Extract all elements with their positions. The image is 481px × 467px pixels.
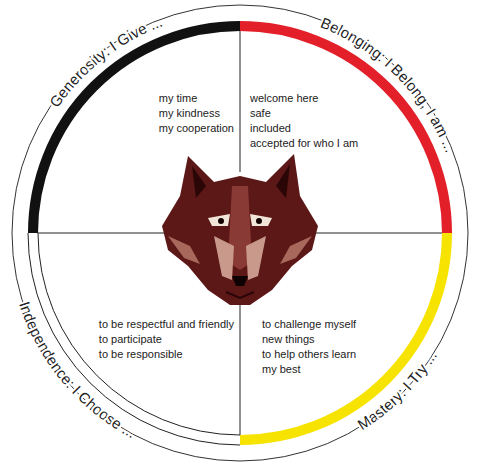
quadrant-heading-path: Mastery: I Try ... <box>354 347 440 432</box>
quadrant-item: accepted for who I am <box>250 136 358 151</box>
cross-line <box>38 233 172 234</box>
wolf-head <box>162 154 318 305</box>
wheel-quadrant: Generosity: I Give ...my timemy kindness… <box>33 26 240 233</box>
wolf-cheek-fur <box>168 236 200 264</box>
quadrant-item: to challenge myself <box>262 317 356 332</box>
quadrant-item: my kindness <box>159 106 234 121</box>
quadrant-heading: Belonging: I Belong, I am ... <box>318 14 459 155</box>
quadrant-heading: Mastery: I Try ... <box>354 347 440 432</box>
quadrant-item: new things <box>262 332 356 347</box>
quadrant-item: to help others learn <box>262 347 356 362</box>
quadrant-item: my best <box>262 362 356 377</box>
cross-line <box>312 233 442 234</box>
wolf-pupil <box>218 218 224 224</box>
wheel-quadrant: Belonging: I Belong, I am ...welcome her… <box>240 26 447 233</box>
quadrant-item: my time <box>159 91 234 106</box>
rim-text-path <box>32 13 217 157</box>
quadrant-heading-path: Belonging: I Belong, I am ... <box>318 14 459 155</box>
quadrant-list: to be respectful and friendlyto particip… <box>99 317 234 362</box>
quadrant-item: to be responsible <box>99 347 234 362</box>
wheel-quadrant: Independence: I Choose ...to be respectf… <box>33 233 240 440</box>
wolf-eye <box>250 214 272 226</box>
quadrant-item: to be respectful and friendly <box>99 317 234 332</box>
wolf-mouth <box>226 292 254 298</box>
cross-line <box>240 31 241 172</box>
wolf-muzzle <box>214 236 234 280</box>
quadrant-item: safe <box>250 106 358 121</box>
outer-circle <box>12 5 468 461</box>
wolf-face <box>162 154 318 305</box>
rim-text-path <box>292 285 466 459</box>
quadrant-list: welcome heresafeincludedaccepted for who… <box>250 91 358 151</box>
wolf-cheek-fur <box>280 236 312 264</box>
wolf-muzzle <box>246 236 266 280</box>
cross-line <box>240 304 241 435</box>
quadrant-heading-path: Generosity: I Give ... <box>46 13 165 111</box>
quadrant-list: to challenge myselfnew thingsto help oth… <box>262 317 356 377</box>
quadrant-item: welcome here <box>250 91 358 106</box>
quadrant-heading: Generosity: I Give ... <box>46 13 165 111</box>
wolf-ear <box>276 164 290 198</box>
quadrant-list: my timemy kindnessmy cooperation <box>159 91 234 136</box>
wheel-quadrant: Mastery: I Try ...to challenge myselfnew… <box>240 233 447 440</box>
quadrant-item: my cooperation <box>159 121 234 136</box>
quadrant-item: to participate <box>99 332 234 347</box>
wolf-eye <box>208 214 230 226</box>
quadrant-item: included <box>250 121 358 136</box>
wolf-pupil <box>256 218 262 224</box>
wolf-ear <box>192 166 206 198</box>
wolf-nose <box>232 276 248 286</box>
